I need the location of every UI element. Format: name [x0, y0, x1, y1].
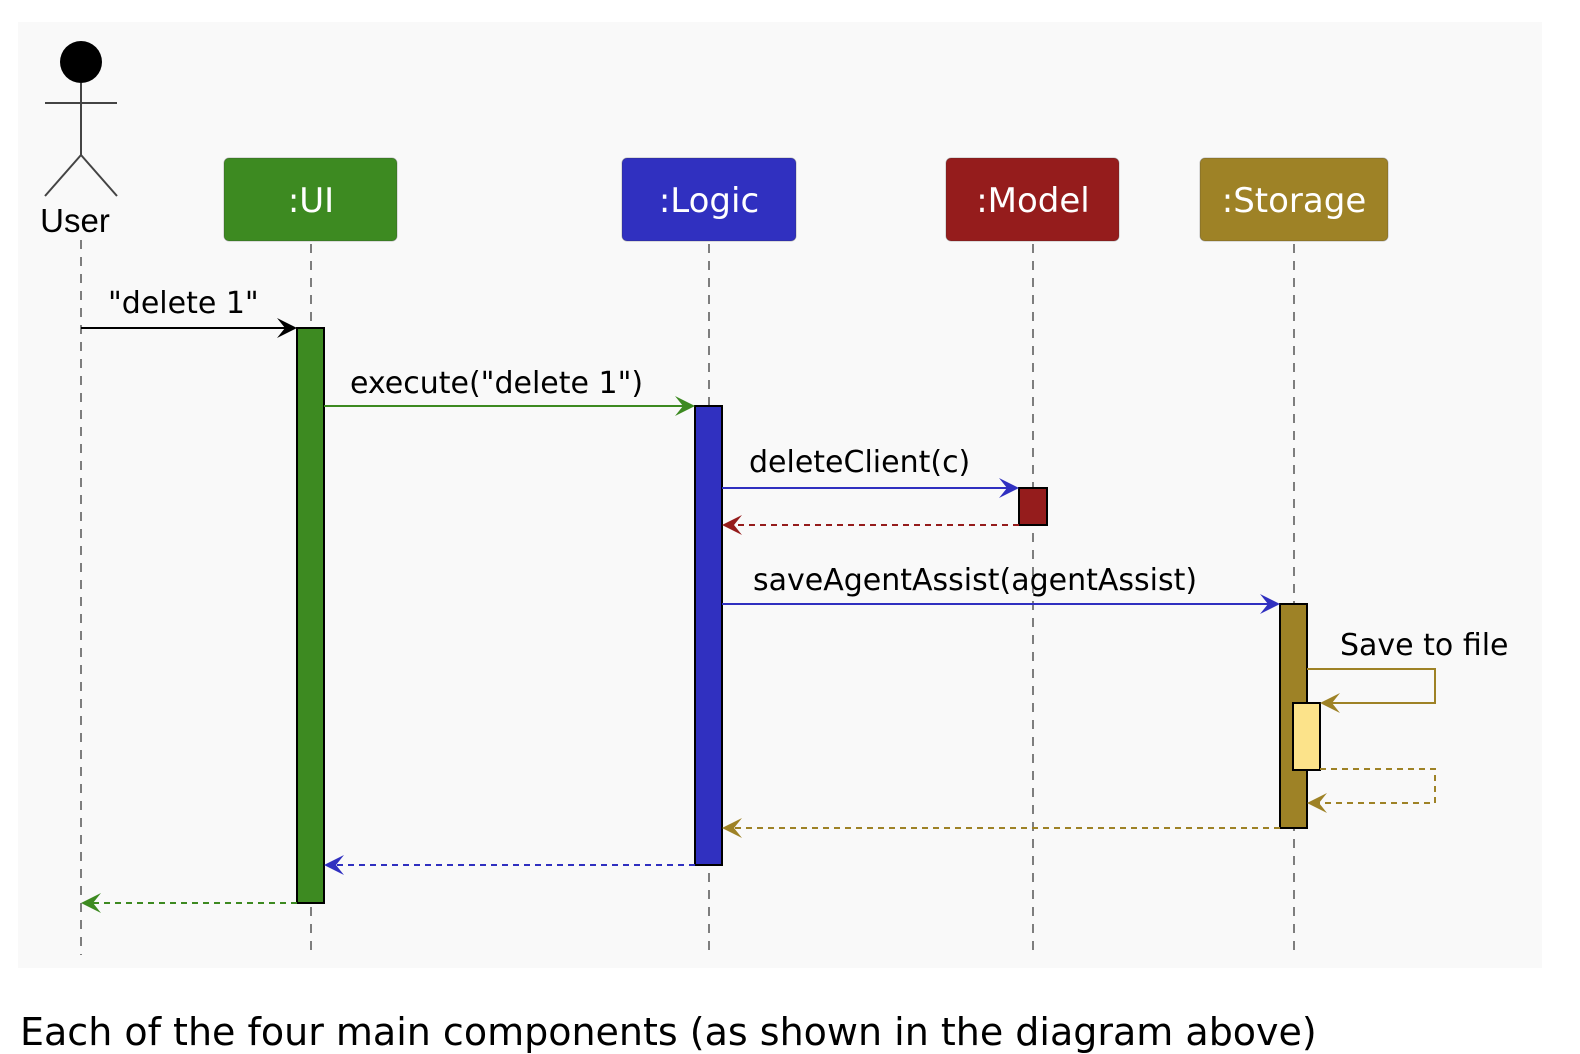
message-label-delete-1: "delete 1"	[108, 286, 259, 321]
footer-caption: Each of the four main components (as sho…	[20, 1010, 1317, 1054]
message-ui-to-logic: execute("delete 1")	[324, 366, 695, 416]
activation-ui	[296, 327, 325, 904]
message-user-to-ui: "delete 1"	[81, 286, 297, 338]
participant-model: :Model	[945, 157, 1120, 242]
self-message-save-to-file: Save to file	[1307, 628, 1509, 713]
self-return-storage	[1307, 768, 1436, 813]
participant-ui: :UI	[223, 157, 398, 242]
message-logic-to-storage: saveAgentAssist(agentAssist)	[722, 563, 1280, 614]
message-label-save-agent-assist: saveAgentAssist(agentAssist)	[753, 563, 1197, 598]
message-label-delete-client: deleteClient(c)	[749, 445, 970, 480]
actor-label-user: User	[40, 202, 110, 239]
participant-logic: :Logic	[621, 157, 797, 242]
participant-label-model: :Model	[976, 181, 1090, 221]
participant-label-storage: :Storage	[1222, 181, 1366, 221]
user-actor-icon	[44, 41, 118, 197]
participant-label-logic: :Logic	[659, 181, 759, 221]
activation-storage-self	[1292, 702, 1321, 771]
message-logic-to-model: deleteClient(c)	[722, 445, 1019, 498]
participant-label-ui: :UI	[288, 181, 334, 221]
message-label-save-to-file: Save to file	[1340, 628, 1509, 663]
participant-storage: :Storage	[1199, 157, 1389, 242]
activation-logic	[694, 405, 723, 866]
activation-model	[1018, 487, 1048, 526]
message-label-execute: execute("delete 1")	[350, 366, 643, 401]
